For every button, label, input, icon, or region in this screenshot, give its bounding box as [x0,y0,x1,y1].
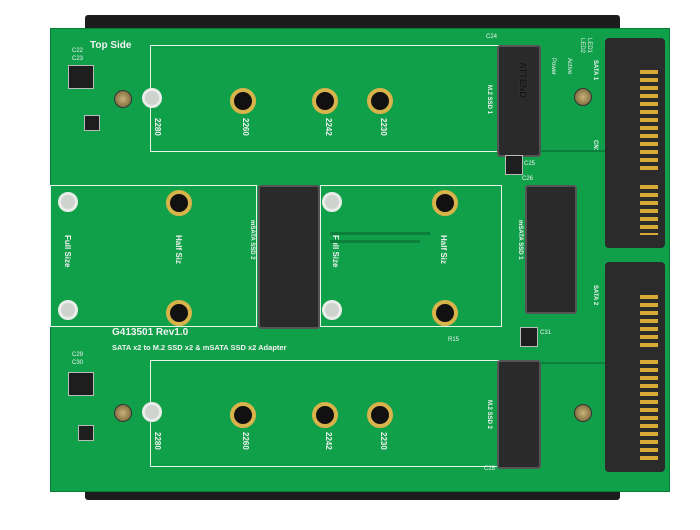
msata-slot-1[interactable] [525,185,577,314]
c22-label: C22 [72,48,84,54]
description-label: SATA x2 to M.2 SSD x2 & mSATA SSD x2 Ada… [112,343,287,352]
chip-u4 [520,327,538,347]
power-led-label: Power [550,58,556,76]
mount-hole [432,300,458,326]
msata-slot-1-label: mSATA SSD 1 [517,220,523,260]
inductor [68,372,94,396]
trace [540,362,605,364]
length-2230: 2230 [379,118,388,136]
mount-hole [230,88,256,114]
chip-u1 [78,425,94,441]
sata-1-label: SATA 1 [592,60,598,81]
length-2280: 2280 [153,432,162,450]
c30-label: C30 [72,360,84,366]
c24-label: C24 [486,34,498,40]
trace [330,232,430,235]
half-size-label: Half Siz [174,235,183,264]
sata-pins [640,295,658,350]
socket-brand-label: ATTEND [518,62,528,98]
half-size-label: Half Siz [439,235,448,264]
msata-outline-right [320,185,502,327]
trace [330,240,420,243]
led2-label: LED2 [579,38,585,54]
mount-hole [142,402,162,422]
mount-hole [432,190,458,216]
mount-hole [58,300,78,320]
chip-u2 [505,155,523,175]
msata-slot-2[interactable] [258,185,320,329]
length-2260: 2260 [241,432,250,450]
active-led-label: Active [566,58,572,75]
length-2242: 2242 [324,118,333,136]
mount-hole [142,88,162,108]
length-2260: 2260 [241,118,250,136]
m2-slot-2-label: M.2 SSD 2 [486,400,492,430]
mount-hole [230,402,256,428]
chip-u3 [84,115,100,131]
trace [540,150,605,152]
c28-label: C28 [484,466,496,472]
c23-label: C23 [72,56,84,62]
c25-label: C25 [524,161,536,167]
mount-hole [367,402,393,428]
screw-icon [574,404,592,422]
m2-slot-1[interactable] [497,45,541,157]
led1-label: LED1 [586,38,592,54]
full-size-label: Full Size [63,235,72,268]
screw-icon [574,88,592,106]
m2-slot-1-label: M.2 SSD 1 [486,85,492,115]
mount-hole [58,192,78,212]
sata-2-label: SATA 2 [592,285,598,306]
screw-icon [114,90,132,108]
mount-hole [367,88,393,114]
msata-outline-left [50,185,257,327]
length-2242: 2242 [324,432,333,450]
length-2280: 2280 [153,118,162,136]
c31-label: C31 [540,330,552,336]
mount-hole [322,192,342,212]
mount-hole [322,300,342,320]
length-2230: 2230 [379,432,388,450]
model-label: G413501 Rev1.0 [112,327,189,338]
m2-slot-2[interactable] [497,360,541,469]
top-side-label: Top Side [90,40,132,51]
mount-hole [166,300,192,326]
screw-icon [114,404,132,422]
inductor [68,65,94,89]
mount-hole [312,88,338,114]
mount-hole [312,402,338,428]
c26-label: C26 [522,176,534,182]
c29-label: C29 [72,352,84,358]
sata-pins [640,360,658,460]
sata-pins [640,70,658,170]
sata-pins [640,185,658,235]
mount-hole [166,190,192,216]
msata-slot-2-label: mSATA SSD 2 [249,220,255,260]
r15-label: R15 [448,337,460,343]
